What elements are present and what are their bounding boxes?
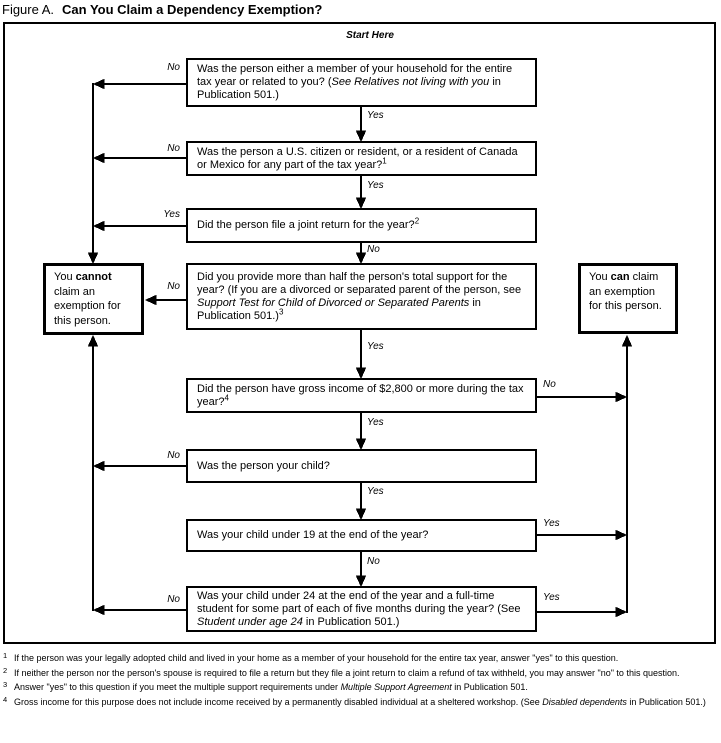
edge-label-q1-yes: Yes — [367, 110, 384, 121]
footnote-2-marker: 2 — [3, 665, 8, 675]
edge-label-q1-no: No — [167, 62, 180, 73]
edge-label-q8-yes: Yes — [543, 592, 560, 603]
start-here-label: Start Here — [346, 30, 394, 41]
result-box-can-claim: You can claim an exemption for this pers… — [578, 263, 678, 334]
edge-label-q5-no: No — [543, 379, 556, 390]
question-box-joint-return: Did the person file a joint return for t… — [186, 208, 537, 243]
edge-label-q6-no: No — [167, 450, 180, 461]
edge-label-q2-no: No — [167, 143, 180, 154]
edge-label-q3-yes: Yes — [163, 209, 180, 220]
question-text: Was your child under 19 at the end of th… — [197, 529, 429, 541]
result-box-cannot-claim: You cannot claim an exemption for this p… — [43, 263, 144, 335]
figure-number: Figure A. — [2, 2, 55, 17]
edge-label-q8-no: No — [167, 594, 180, 605]
question-box-under-19: Was your child under 19 at the end of th… — [186, 519, 537, 552]
flowchart-frame — [3, 22, 716, 644]
edge-label-q5-yes: Yes — [367, 417, 384, 428]
question-text: Was the person your child? — [197, 459, 330, 472]
question-text: Was the person either a member of your h… — [197, 63, 513, 101]
edge-label-q4-yes: Yes — [367, 341, 384, 352]
question-text: Did you provide more than half the perso… — [197, 270, 522, 322]
figure-title-text: Can You Claim a Dependency Exemption? — [62, 2, 323, 17]
question-box-under-24-student: Was your child under 24 at the end of th… — [186, 586, 537, 632]
figure-title: Figure A. Can You Claim a Dependency Exem… — [2, 2, 322, 17]
footnote-3-marker: 3 — [3, 680, 8, 689]
edge-label-q3-no: No — [367, 244, 380, 255]
edge-label-q2-yes: Yes — [367, 180, 384, 191]
question-text: Was the person a U.S. citizen or residen… — [197, 145, 518, 171]
edge-label-q7-yes: Yes — [543, 518, 560, 529]
edge-label-q4-no: No — [167, 281, 180, 292]
question-text: Did the person file a joint return for t… — [197, 216, 420, 231]
question-text: Was your child under 24 at the end of th… — [197, 589, 521, 628]
edge-label-q7-no: No — [367, 556, 380, 567]
edge-label-q6-yes: Yes — [367, 486, 384, 497]
question-box-citizen: Was the person a U.S. citizen or residen… — [186, 141, 537, 176]
question-text: Did the person have gross income of $2,8… — [197, 382, 524, 408]
question-box-household: Was the person either a member of your h… — [186, 58, 537, 107]
question-box-support: Did you provide more than half the perso… — [186, 263, 537, 330]
question-box-gross-income: Did the person have gross income of $2,8… — [186, 378, 537, 413]
question-box-your-child: Was the person your child? — [186, 449, 537, 483]
footnote-1-marker: 1 — [3, 651, 8, 660]
footnote-4-marker: 4 — [3, 694, 8, 704]
